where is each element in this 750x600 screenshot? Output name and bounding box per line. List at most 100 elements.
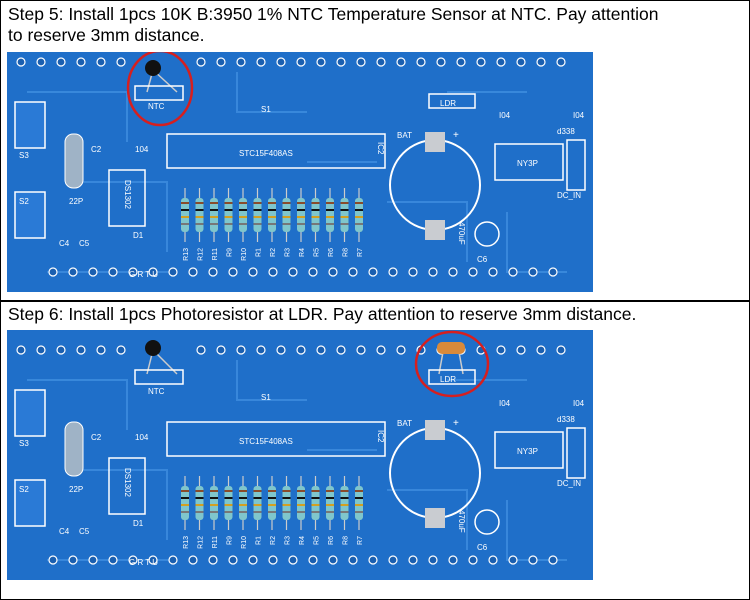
crystal — [64, 421, 84, 477]
header-pad — [368, 555, 378, 565]
resistor — [297, 188, 305, 242]
resistor-label: R9 — [227, 248, 234, 257]
header-pads-top — [16, 57, 566, 67]
resistor-label: R4 — [299, 536, 306, 545]
chip-outline — [166, 133, 386, 169]
label-470uf: 470uF — [457, 510, 466, 533]
resistor-label: R12 — [198, 536, 205, 549]
label-dc-in: DC_IN — [557, 191, 581, 200]
header-pad — [48, 267, 58, 277]
header-pad — [288, 555, 298, 565]
header-pad — [428, 555, 438, 565]
ntc-sensor — [134, 340, 184, 385]
highlight-circle-ldr — [414, 330, 490, 398]
resistor — [195, 188, 204, 242]
pcb-board-step6: NTC S1 LDR BAT + I04 I04 d338 NY3P DC_IN… — [7, 330, 593, 580]
resistor — [355, 476, 363, 530]
header-pads-bottom — [48, 267, 558, 277]
label-ds1302: DS1302 — [123, 180, 132, 209]
bat-terminal-bottom — [425, 220, 445, 240]
header-pad — [276, 57, 286, 67]
header-pad — [116, 57, 126, 67]
label-ny3p: NY3P — [517, 447, 538, 456]
header-pad — [128, 555, 138, 565]
header-pad — [196, 57, 206, 67]
header-pad — [168, 555, 178, 565]
header-pad — [88, 267, 98, 277]
resistor-label: R11 — [212, 248, 219, 260]
header-pad — [536, 345, 546, 355]
dc-in-jack — [566, 139, 586, 191]
header-pad — [508, 267, 518, 277]
header-pad — [516, 57, 526, 67]
ds1302-outline — [108, 457, 146, 515]
label-470uf: 470uF — [457, 222, 466, 245]
header-pad — [336, 345, 346, 355]
resistor-label: R11 — [212, 536, 219, 548]
header-pad — [456, 57, 466, 67]
header-pad — [396, 345, 406, 355]
header-pad — [236, 57, 246, 67]
header-pad — [296, 345, 306, 355]
label-s3: S3 — [19, 439, 29, 448]
label-d338: d338 — [557, 415, 575, 424]
label-chip: STC15F408AS — [239, 149, 293, 158]
highlight-circle-ntc — [126, 52, 194, 127]
resistor — [224, 188, 233, 242]
header-pad — [468, 555, 478, 565]
chip-outline — [166, 421, 386, 457]
header-pad — [76, 57, 86, 67]
ntc-sensor — [134, 60, 184, 101]
header-pad — [236, 345, 246, 355]
silk-labels: NTC S1 LDR BAT + I04 I04 d338 NY3P DC_IN… — [19, 375, 585, 567]
header-pad — [348, 267, 358, 277]
label-plus: + — [453, 130, 459, 141]
header-pad — [56, 345, 66, 355]
header-pad — [316, 345, 326, 355]
header-pad — [88, 555, 98, 565]
header-pad — [556, 345, 566, 355]
resistor-label: R10 — [241, 536, 248, 549]
resistor — [282, 188, 291, 242]
resistor-label: R1 — [256, 536, 263, 545]
resistor — [224, 476, 233, 530]
header-pad — [388, 555, 398, 565]
header-pad — [548, 267, 558, 277]
header-pad — [408, 267, 418, 277]
header-pad — [208, 555, 218, 565]
label-i04b: I04 — [573, 399, 585, 408]
label-d1: D1 — [133, 231, 144, 240]
header-pad — [308, 267, 318, 277]
label-c2-value: 104 — [135, 145, 149, 154]
silk-labels: NTC S1 LDR BAT + I04 I04 d338 NY3P DC_IN… — [19, 99, 585, 279]
ldr-footprint — [428, 93, 476, 109]
resistor — [355, 188, 363, 242]
header-pad — [68, 267, 78, 277]
resistor-label: R4 — [299, 248, 306, 257]
resistor — [253, 188, 262, 242]
resistor-row — [181, 188, 363, 242]
header-pad — [328, 555, 338, 565]
label-ldr: LDR — [440, 99, 456, 108]
label-ic2: IC2 — [376, 430, 385, 443]
header-pad — [276, 345, 286, 355]
resistor — [311, 188, 320, 242]
header-pad — [468, 267, 478, 277]
label-d1: D1 — [133, 519, 144, 528]
header-pad — [248, 555, 258, 565]
header-pad — [256, 57, 266, 67]
label-i04a: I04 — [499, 111, 511, 120]
label-ntc: NTC — [148, 387, 165, 396]
label-d338: d338 — [557, 127, 575, 136]
label-s2: S2 — [19, 197, 29, 206]
header-pad — [108, 555, 118, 565]
header-pad — [188, 267, 198, 277]
header-pad — [316, 57, 326, 67]
header-pad — [68, 555, 78, 565]
header-pad — [148, 555, 158, 565]
resistor-label: R3 — [285, 248, 292, 257]
resistor-label: R13 — [183, 248, 190, 261]
resistor — [268, 476, 276, 530]
resistor — [181, 188, 189, 242]
